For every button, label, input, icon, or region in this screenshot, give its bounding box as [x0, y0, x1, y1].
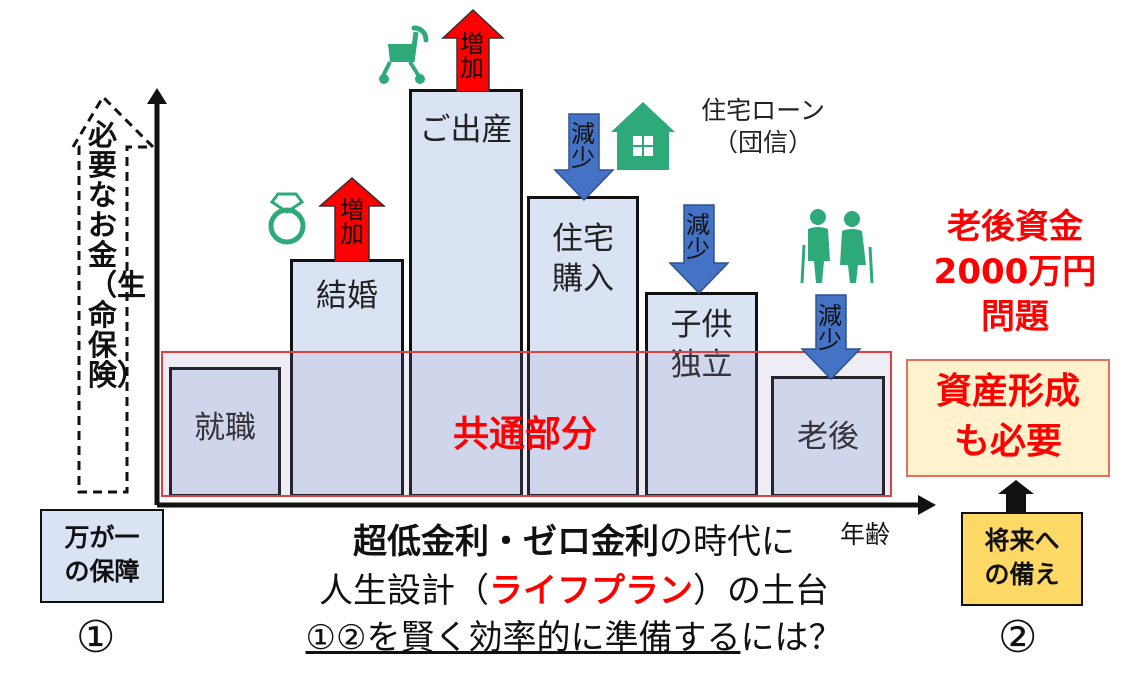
housing-loan-line2: （団信） [712, 128, 813, 157]
retirement-fund-title: 老後資金 2000万円 問題 [905, 205, 1125, 340]
stage-bar-shussan: ご出産 [409, 89, 523, 497]
bottom-line-3: ①②を賢く効率的に準備するには？ [0, 618, 1148, 658]
stage-label: ご出産 [419, 112, 513, 148]
right-box-line2: の備え [984, 560, 1060, 589]
decrease-arrow-independence [668, 204, 730, 295]
emergency-protection-box: 万が一 の保障 [40, 509, 164, 603]
shared-part-overlay [161, 351, 892, 497]
stage-label: 結婚 [316, 278, 378, 314]
retirement-title-line3: 問題 [981, 297, 1049, 337]
increase-arrow-marriage [318, 177, 386, 262]
up-arrow [998, 480, 1034, 512]
asset-box-line2: も必要 [953, 421, 1062, 462]
bottom-line2-pre: 人生設計（ [319, 571, 489, 611]
stage-label-line1: 住宅 [552, 221, 614, 257]
decrease-label-independence: 減少 [686, 211, 710, 263]
bottom-line2-post: ）の土台 [693, 571, 829, 611]
bottom-line-2: 人生設計（ライフプラン）の土台 [0, 571, 1148, 611]
asset-formation-box: 資産形成 も必要 [906, 359, 1110, 477]
asset-box-line1: 資産形成 [935, 371, 1080, 412]
left-box-line1: 万が一 [64, 523, 140, 552]
x-axis-label: 年齢 [840, 520, 891, 549]
house-icon [611, 102, 675, 170]
stage-label-line2: 購入 [552, 261, 614, 297]
bottom-line2-red: ライフプラン [489, 571, 693, 611]
retirement-title-line2: 2000万円 [933, 252, 1097, 292]
ring-icon [268, 192, 306, 245]
right-box-line1: 将来へ [984, 526, 1060, 555]
increase-label-marriage: 増加 [340, 196, 364, 248]
decrease-label-housing: 減少 [571, 120, 595, 172]
bottom-line1-bold: 超低金利・ゼロ金利 [353, 522, 659, 562]
needed-money-label-text: 必要なお金（生命保険） [88, 118, 147, 392]
stage-label: 就職 [194, 410, 256, 446]
bottom-line3-rest: には？ [740, 618, 843, 658]
stage-bar-rougo: 老後 [771, 376, 885, 497]
stage-bar-jutaku: 住宅 購入 [527, 196, 639, 497]
needed-money-label: 必要なお金（生命保険） [88, 120, 146, 390]
stage-label-line2: 独立 [670, 347, 733, 383]
stroller-icon [379, 25, 429, 84]
left-box-line2: の保障 [64, 557, 140, 586]
stage-label: 老後 [797, 419, 859, 455]
decrease-arrow-housing [553, 113, 615, 202]
decrease-arrow-retirement [800, 294, 862, 381]
stage-label-line1: 子供 [670, 307, 733, 343]
shared-part-label: 共通部分 [452, 414, 597, 455]
future-preparation-box: 将来へ の備え [961, 512, 1083, 606]
bottom-line-1: 超低金利・ゼロ金利の時代に [0, 522, 1148, 562]
increase-arrow-birth [441, 8, 505, 92]
circled-number-1: ① [76, 612, 116, 663]
housing-loan-note: 住宅ローン （団信） [683, 95, 843, 159]
bottom-line3-underlined: ①②を賢く効率的に準備する [305, 618, 741, 658]
stage-bar-kekkon: 結婚 [290, 259, 404, 497]
housing-loan-line1: 住宅ローン [701, 96, 825, 125]
circled-number-2: ② [998, 612, 1038, 663]
decrease-label-retirement: 減少 [818, 302, 842, 354]
bottom-line1-rest: の時代に [659, 522, 795, 562]
increase-label-birth: 増加 [460, 30, 484, 82]
elderly-couple-icon [800, 209, 874, 284]
retirement-title-line1: 老後資金 [947, 207, 1083, 247]
